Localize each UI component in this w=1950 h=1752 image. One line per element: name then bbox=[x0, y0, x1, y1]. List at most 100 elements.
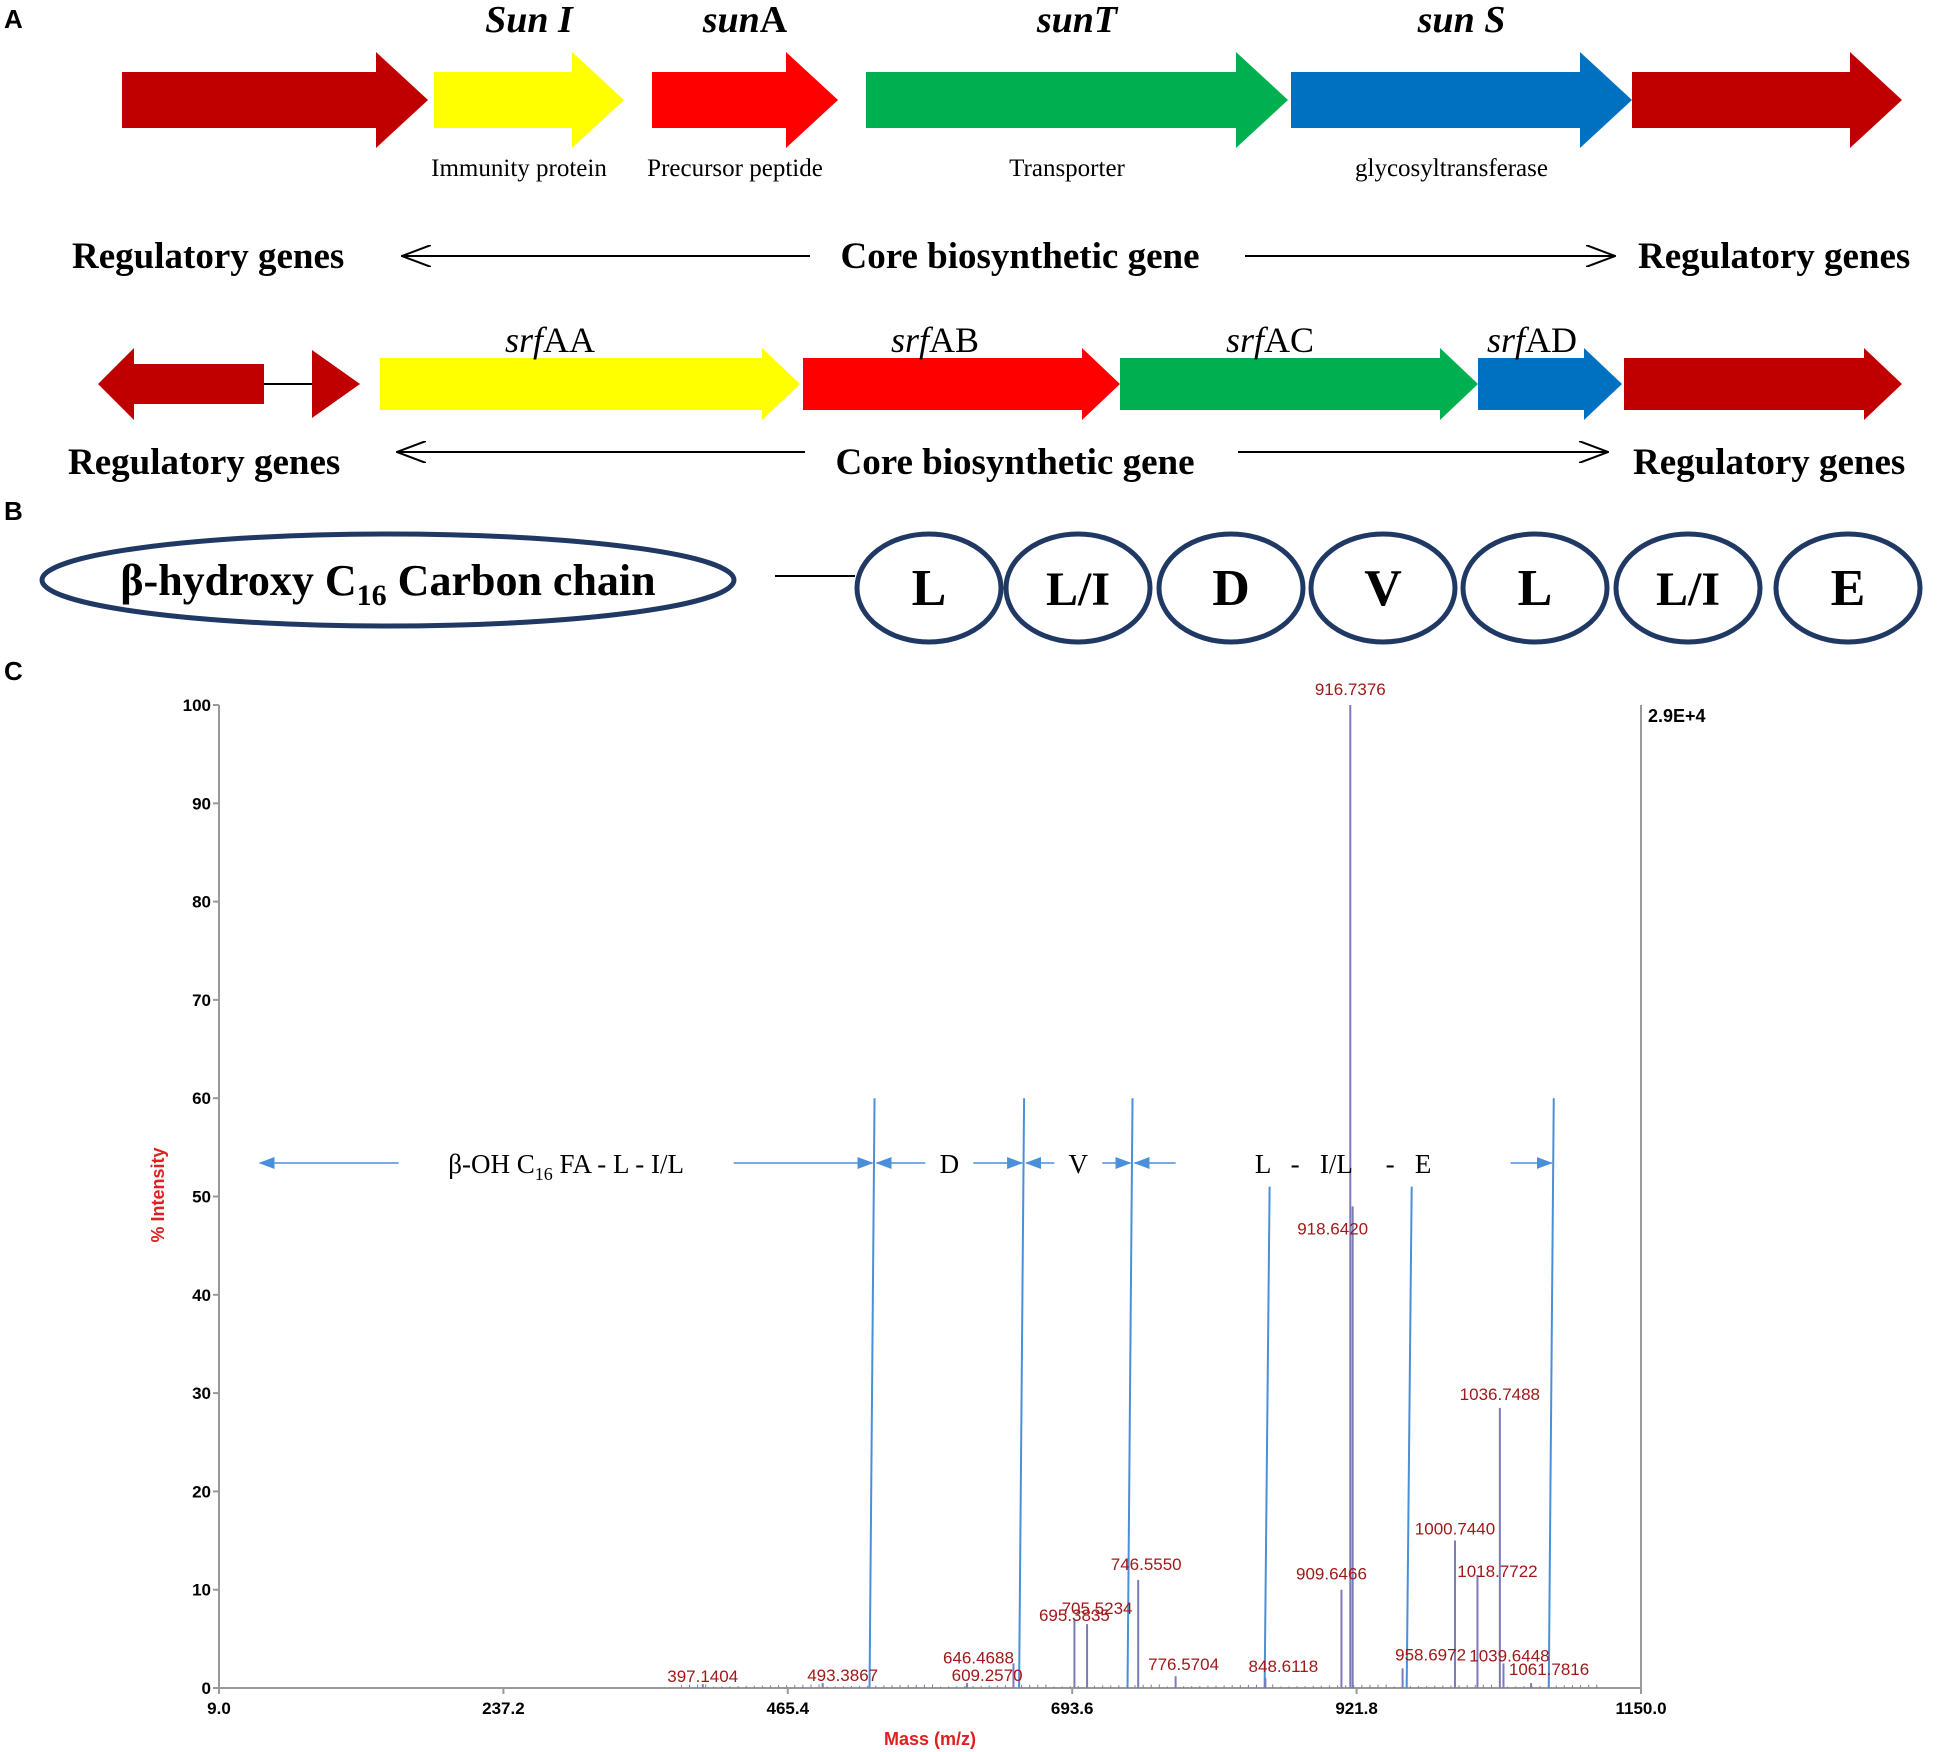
operon1-gene-name: sunT bbox=[1036, 0, 1119, 41]
fragment-marker-line bbox=[1126, 1098, 1134, 1689]
x-tick-label: 1150.0 bbox=[1615, 1699, 1666, 1718]
y-tick-label: 30 bbox=[192, 1384, 211, 1403]
amino-acid-residue-circle bbox=[1308, 531, 1458, 645]
operon1-center-label: Core biosynthetic gene bbox=[841, 236, 1200, 277]
operon2-regulatory-double-arrow bbox=[98, 348, 360, 420]
peak-label: 1000.7440 bbox=[1415, 1520, 1495, 1539]
fragment-annotations: β-OH C16 FA - L - I/L D V L - I/L - E bbox=[258, 1149, 1553, 1184]
annotation-label: V bbox=[1069, 1149, 1089, 1179]
operon1-gene-name: sunA bbox=[702, 0, 788, 41]
operon1-gene-name: Sun I bbox=[485, 0, 574, 41]
fatty-acid-chain-label: β-hydroxy C16 Carbon chain bbox=[120, 556, 655, 612]
peak-label: 848.6118 bbox=[1249, 1657, 1319, 1676]
operon2-right-label: Regulatory genes bbox=[1633, 442, 1905, 483]
operon2-gene-arrow bbox=[1624, 348, 1902, 420]
max-intensity-label: 2.9E+4 bbox=[1648, 706, 1706, 726]
peak-label: 397.1404 bbox=[667, 1667, 738, 1686]
peak-label: 958.6972 bbox=[1395, 1645, 1466, 1664]
peak-label: 609.2570 bbox=[952, 1666, 1023, 1685]
fragment-marker-lines bbox=[868, 1098, 1555, 1689]
peak-label: 1061.7816 bbox=[1509, 1660, 1589, 1679]
y-tick-label: 20 bbox=[192, 1482, 211, 1501]
peak-label: 909.6466 bbox=[1296, 1565, 1367, 1584]
panel-label-a: A bbox=[4, 4, 23, 34]
operon2-span-row: Regulatory genes Core biosynthetic gene … bbox=[68, 442, 1905, 483]
operon2-left-label: Regulatory genes bbox=[68, 442, 340, 483]
operon1-gene-arrows bbox=[122, 52, 1902, 148]
fatty-acid-chain-ellipse bbox=[39, 531, 737, 629]
operon2-center-label: Core biosynthetic gene bbox=[836, 442, 1195, 483]
annotation-label: L - I/L - E bbox=[1255, 1149, 1431, 1179]
operon1-gene-arrow bbox=[652, 52, 838, 148]
peak-label: 1036.7488 bbox=[1460, 1385, 1540, 1404]
peak-label: 776.5704 bbox=[1148, 1655, 1219, 1674]
y-tick-label: 40 bbox=[192, 1286, 211, 1305]
operon2-small-forward-arrow bbox=[312, 350, 360, 418]
operon2-gene-name: srfAA bbox=[505, 320, 595, 360]
amino-acid-residue-circle bbox=[1460, 531, 1610, 645]
amino-acid-residue-circle bbox=[1773, 531, 1923, 645]
amino-acid-residue-label: L/I bbox=[1656, 563, 1720, 616]
amino-acid-residue-circle bbox=[1003, 531, 1153, 645]
y-tick-label: 100 bbox=[183, 696, 211, 715]
operon2-left-reverse-arrow bbox=[98, 348, 264, 420]
annotation-label: β-OH C16 FA - L - I/L bbox=[448, 1149, 684, 1184]
operon1-gene-description: Transporter bbox=[1009, 155, 1125, 182]
operon2-gene-name: srfAC bbox=[1226, 320, 1314, 360]
x-tick-label: 465.4 bbox=[767, 1699, 810, 1718]
operon1-right-label: Regulatory genes bbox=[1638, 236, 1910, 277]
operon2-gene-arrow bbox=[803, 348, 1120, 420]
operon1-span-row: Regulatory genes Core biosynthetic gene … bbox=[72, 236, 1910, 277]
y-tick-label: 10 bbox=[192, 1581, 211, 1600]
operon1-gene-arrow bbox=[866, 52, 1288, 148]
peak-label: 1018.7722 bbox=[1457, 1562, 1537, 1581]
peak-label: 918.6420 bbox=[1297, 1219, 1368, 1238]
annotation-label: D bbox=[940, 1149, 960, 1179]
x-axis-ticks: 9.0 237.2 465.4 693.6 921.8 1150.0 bbox=[207, 1688, 1667, 1718]
y-tick-label: 70 bbox=[192, 991, 211, 1010]
peak-label: 1039.6448 bbox=[1469, 1646, 1549, 1665]
operon1-gene-arrow bbox=[1632, 52, 1902, 148]
x-tick-label: 921.8 bbox=[1335, 1699, 1378, 1718]
x-tick-label: 693.6 bbox=[1051, 1699, 1094, 1718]
operon2-gene-name: srfAD bbox=[1487, 320, 1577, 360]
operon2-gene-arrow bbox=[380, 348, 800, 420]
amino-acid-residue-label: L bbox=[912, 560, 947, 617]
operon1-gene-arrow bbox=[434, 52, 624, 148]
amino-acid-residue-label: E bbox=[1831, 560, 1866, 617]
x-tick-label: 237.2 bbox=[482, 1699, 525, 1718]
amino-acid-residue-label: D bbox=[1212, 560, 1250, 617]
x-tick-label: 9.0 bbox=[207, 1699, 231, 1718]
operon2-gene-arrow bbox=[1478, 348, 1622, 420]
operon1-gene-description: glycosyltransferase bbox=[1355, 155, 1548, 182]
amino-acid-residue-circle bbox=[1613, 531, 1763, 645]
y-tick-label: 0 bbox=[202, 1679, 211, 1698]
operon1-gene-arrow bbox=[1291, 52, 1632, 148]
peak-label: 746.5550 bbox=[1111, 1555, 1182, 1574]
amino-acid-residue-label: V bbox=[1364, 560, 1402, 617]
peak-label: 695.3835 bbox=[1039, 1606, 1110, 1625]
panel-label-c: C bbox=[4, 656, 23, 686]
fragment-marker-line bbox=[1018, 1098, 1026, 1689]
operon2-gene-arrows bbox=[380, 348, 1902, 420]
y-axis-title: % Intensity bbox=[148, 1147, 168, 1242]
amino-acid-residue-label: L/I bbox=[1046, 563, 1110, 616]
operon1-gene-description: Precursor peptide bbox=[647, 155, 823, 182]
panel-label-b: B bbox=[4, 496, 23, 526]
fragment-marker-line bbox=[1263, 1186, 1271, 1689]
operon2-gene-names: srfAA srfAB srfAC srfAD bbox=[505, 320, 1577, 360]
y-tick-label: 80 bbox=[192, 893, 211, 912]
operon1-gene-arrow bbox=[122, 52, 428, 148]
x-axis-title: Mass (m/z) bbox=[884, 1729, 976, 1749]
operon2-gene-arrow bbox=[1120, 348, 1478, 420]
operon2-gene-name: srfAB bbox=[891, 320, 979, 360]
y-tick-label: 90 bbox=[192, 794, 211, 813]
